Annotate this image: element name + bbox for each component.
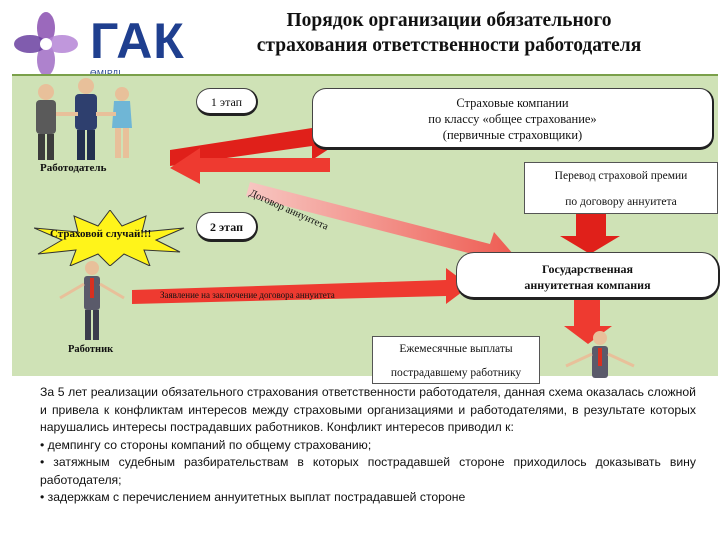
insurers-line-3: (первичные страховщики) <box>442 128 583 142</box>
insurance-event-burst <box>34 210 185 266</box>
bullet-2: • затяжным судебным разбирательствам в к… <box>40 455 696 487</box>
logo-flower-icon <box>10 8 82 80</box>
worker-figure-left <box>59 261 125 340</box>
state-company-line-2: аннуитетная компания <box>524 278 651 292</box>
page-title: Порядок организации обязательного страхо… <box>184 8 714 58</box>
monthly-line-1: Ежемесячные выплаты <box>399 343 513 355</box>
bullet-3: • задержкам с перечислением аннуитетных … <box>40 490 466 504</box>
employer-label: Работодатель <box>40 162 107 174</box>
monthly-payments-box: Ежемесячные выплаты пострадавшему работн… <box>372 336 540 384</box>
insurers-box: Страховые компании по классу «общее стра… <box>312 88 714 150</box>
company-logo: ГАК ӨМІРДІ САҚТАНДЫРУ <box>10 8 185 88</box>
title-line-1: Порядок организации обязательного <box>286 10 612 31</box>
stage-1-box: 1 этап <box>196 88 258 116</box>
state-annuity-company-box: Государственная аннуитетная компания <box>456 252 720 300</box>
title-line-2: страхования ответственности работодателя <box>256 35 642 56</box>
explanation-text: За 5 лет реализации обязательного страхо… <box>40 384 696 507</box>
monthly-line-2: пострадавшему работнику <box>390 367 522 379</box>
employers-handshake-icon <box>36 78 132 160</box>
premium-transfer-box: Перевод страховой премии по договору анн… <box>524 162 718 214</box>
intro-paragraph: За 5 лет реализации обязательного страхо… <box>40 385 696 434</box>
premium-line-1: Перевод страховой премии <box>554 170 688 182</box>
insurers-line-1: Страховые компании <box>456 96 569 110</box>
state-company-line-1: Государственная <box>541 262 634 276</box>
premium-line-2: по договору аннуитета <box>565 196 677 208</box>
worker-label: Работник <box>68 344 114 355</box>
insurers-line-2: по классу «общее страхование» <box>428 112 597 126</box>
stage-2-box: 2 этап <box>196 212 258 242</box>
insurance-event-label: Страховой случай!!! <box>50 228 152 240</box>
application-label: Заявление на заключение договора аннуите… <box>160 290 335 300</box>
bullet-1: • демпингу со стороны компаний по общему… <box>40 437 372 452</box>
logo-text: ГАК <box>90 13 185 69</box>
worker-figure-right <box>565 331 635 378</box>
